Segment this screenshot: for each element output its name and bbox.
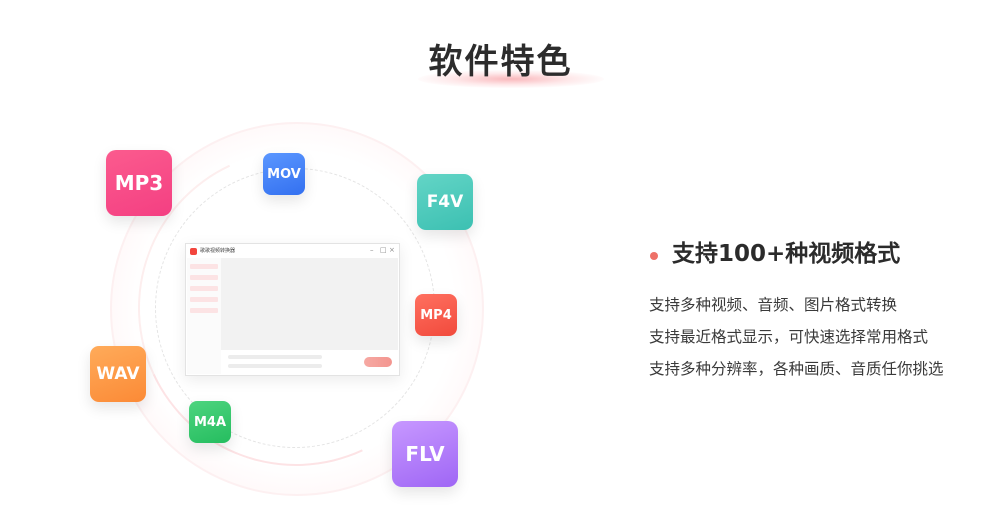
format-badge-mp3: MP3 [106, 150, 172, 216]
feature-line: 支持多种分辨率，各种画质、音质任你挑选 [649, 360, 944, 378]
section-title: 软件特色 [428, 42, 573, 82]
feature-line: 支持最近格式显示，可快速选择常用格式 [649, 328, 929, 346]
output-path-bar [228, 355, 322, 359]
minimize-icon: – [370, 246, 374, 254]
format-badge-flv: FLV [392, 421, 458, 487]
sidebar-item [190, 297, 218, 302]
format-badge-m4a: M4A [189, 401, 231, 443]
sidebar-item [190, 275, 218, 280]
feature-bullet-icon [650, 252, 658, 260]
feature-title: 支持100+种视频格式 [672, 241, 901, 267]
feature-line: 支持多种视频、音频、图片格式转换 [649, 296, 898, 314]
sidebar-item [190, 308, 218, 313]
title-underline-glow [418, 70, 604, 88]
format-badge-wav: WAV [90, 346, 146, 402]
convert-button [364, 357, 392, 367]
app-window-title: 歌歌视频转换器 [200, 248, 236, 254]
format-badge-mp4: MP4 [415, 294, 457, 336]
format-badge-f4v: F4V [417, 174, 473, 230]
app-sidebar [187, 258, 221, 374]
app-window-preview: 歌歌视频转换器 – □ × [185, 243, 400, 376]
app-logo-icon [190, 248, 197, 255]
maximize-icon: □ [380, 246, 387, 254]
close-icon: × [389, 246, 395, 254]
output-format-bar [228, 364, 322, 368]
app-content-area [221, 258, 398, 350]
sidebar-item [190, 286, 218, 291]
sidebar-item [190, 264, 218, 269]
section-header: 软件特色 [0, 36, 1001, 88]
format-badge-mov: MOV [263, 153, 305, 195]
